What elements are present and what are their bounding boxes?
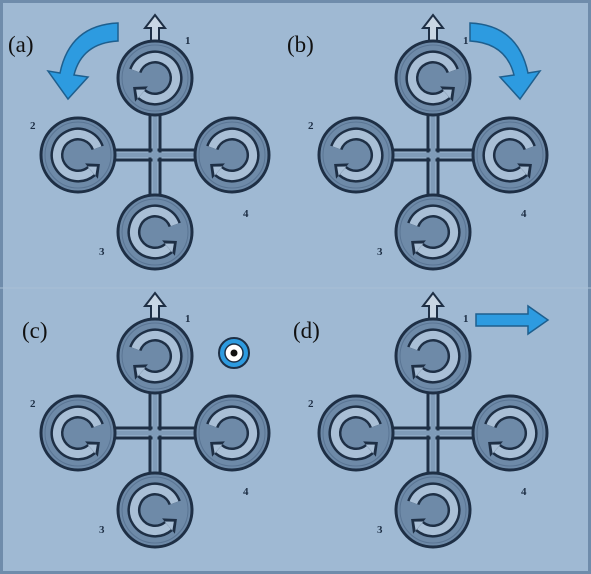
rotor-front	[394, 39, 472, 117]
rotor-left	[39, 116, 117, 194]
spin-arrow-icon	[407, 328, 461, 384]
motor-number-back: 3	[377, 246, 383, 258]
panel-d: (d) 1 2 3 4	[293, 291, 550, 549]
spin-arrow-icon	[407, 482, 461, 538]
motor-number-front: 1	[463, 35, 469, 47]
panel-b: (b) 1 2 3 4	[287, 13, 549, 271]
spin-arrow-icon	[206, 127, 260, 183]
panel-label: (a)	[8, 32, 34, 57]
spin-arrow-icon	[206, 405, 260, 461]
panel-label: (c)	[22, 318, 48, 343]
rotor-front	[394, 317, 472, 395]
motor-number-right: 4	[243, 486, 249, 498]
forward-arrow-icon	[142, 13, 168, 44]
motor-number-back: 3	[99, 246, 105, 258]
spin-arrow-icon	[482, 127, 536, 183]
motor-number-front: 1	[185, 35, 191, 47]
rotor-front	[116, 39, 194, 117]
motor-number-right: 4	[243, 208, 249, 220]
move-right-arrow-icon	[475, 304, 550, 336]
spin-arrow-icon	[405, 50, 459, 106]
spin-arrow-icon	[484, 405, 538, 461]
spin-arrow-icon	[50, 127, 104, 183]
spin-arrow-icon	[129, 50, 183, 106]
motor-number-left: 2	[30, 120, 36, 132]
yaw-clockwise-arrow-icon	[469, 22, 542, 101]
rotor-back	[116, 193, 194, 271]
motor-number-back: 3	[377, 524, 383, 536]
forward-arrow-icon	[420, 291, 446, 322]
spin-arrow-icon	[127, 204, 181, 260]
forward-arrow-icon	[142, 291, 168, 322]
panel-c: (c) 1 2 3 4	[22, 291, 271, 549]
spin-arrow-icon	[328, 405, 382, 461]
rotor-left	[317, 394, 395, 472]
rotor-right	[193, 394, 271, 472]
forward-arrow-icon	[420, 13, 446, 44]
motor-number-back: 3	[99, 524, 105, 536]
rotor-right	[193, 116, 271, 194]
out-of-page-axis-icon	[218, 337, 250, 369]
spin-arrow-icon	[50, 405, 104, 461]
rotor-left	[39, 394, 117, 472]
spin-arrow-icon	[129, 328, 183, 384]
motor-number-front: 1	[185, 313, 191, 325]
rotor-right	[471, 394, 549, 472]
spin-arrow-icon	[407, 204, 461, 260]
rotor-back	[116, 471, 194, 549]
spin-arrow-icon	[330, 127, 384, 183]
rotor-right	[471, 116, 549, 194]
motor-number-right: 4	[521, 486, 527, 498]
yaw-counterclockwise-arrow-icon	[46, 22, 119, 101]
spin-arrow-icon	[127, 482, 181, 538]
rotor-front	[116, 317, 194, 395]
motor-number-right: 4	[521, 208, 527, 220]
rotor-back	[394, 193, 472, 271]
motor-number-front: 1	[463, 313, 469, 325]
motor-number-left: 2	[308, 120, 314, 132]
rotor-left	[317, 116, 395, 194]
motor-number-left: 2	[308, 398, 314, 410]
panel-label: (b)	[287, 32, 314, 57]
motor-number-left: 2	[30, 398, 36, 410]
rotor-back	[394, 471, 472, 549]
panel-label: (d)	[293, 318, 320, 343]
panel-a: (a) 1 2 3 4	[8, 13, 271, 271]
